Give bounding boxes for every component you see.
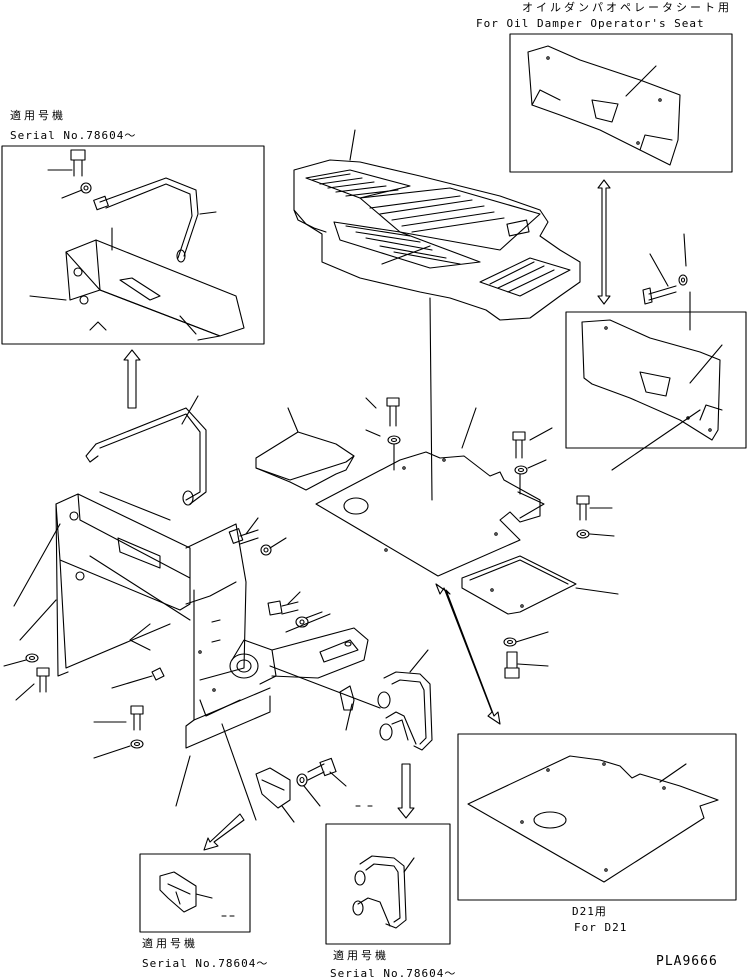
small-knob: [111, 667, 165, 689]
bolt-right-top: [642, 233, 691, 331]
d21-label-en: For D21: [574, 921, 628, 934]
small-cover-left: [255, 407, 355, 491]
arrow-up-to-inset: [123, 349, 141, 409]
bolt-lower-right: [296, 757, 347, 807]
floor-plate: [315, 407, 545, 577]
double-arrow-diagonal: [435, 583, 501, 725]
serial-inset-top-left: [1, 145, 265, 345]
oil-damper-seat-label-jp: オイルダンパオペレータシート用: [522, 1, 732, 14]
serial-inset-bottom-left: [139, 853, 251, 933]
clip-part: [339, 685, 355, 731]
double-arrow-vertical: [597, 179, 611, 305]
floor-mat: [293, 129, 581, 501]
serial-inset-bottom-mid: [325, 823, 451, 945]
bolt-center-right: [512, 427, 553, 495]
bolt-right-mid: [576, 495, 615, 539]
arrow-down-to-inset-mid: [397, 763, 415, 819]
seat-frame-assembly: [13, 395, 277, 749]
serial-number-label-bottom-left: Serial No.78604～: [142, 957, 269, 970]
d21-label-jp: D21用: [572, 905, 607, 918]
bolt-main-middle: [267, 591, 323, 628]
drawing-code: PLA9666: [656, 954, 718, 969]
oil-damper-seat-inset: [509, 33, 733, 173]
bolt-left-lower: [3, 653, 50, 701]
serial-applicability-label-jp-bottom-mid: 適用号機: [333, 949, 389, 962]
d21-floor-plate-inset: [457, 733, 737, 901]
mount-bracket-assembly: [269, 613, 381, 709]
bolt-right-lower: [503, 631, 549, 679]
step-plate-right: [461, 555, 619, 615]
seat-cover-inset-2: [565, 311, 747, 471]
arrow-to-inset-left: [203, 813, 245, 851]
serial-number-label-top: Serial No.78604～: [10, 129, 137, 142]
bolt-main-lower: [93, 705, 144, 759]
handrail-center: [377, 649, 433, 751]
serial-number-label-bottom-mid: Serial No.78604～: [330, 967, 457, 980]
lower-grip-part: [255, 767, 295, 823]
bolt-main-upper: [228, 517, 287, 556]
serial-applicability-label-jp-bottom-left: 適用号機: [142, 937, 198, 950]
serial-applicability-label-jp-top: 適用号機: [10, 109, 66, 122]
leader-line-1: [175, 755, 191, 807]
leader-line-2: [221, 723, 257, 821]
bolt-center-top: [365, 397, 401, 471]
oil-damper-seat-label-en: For Oil Damper Operator's Seat: [476, 17, 705, 30]
